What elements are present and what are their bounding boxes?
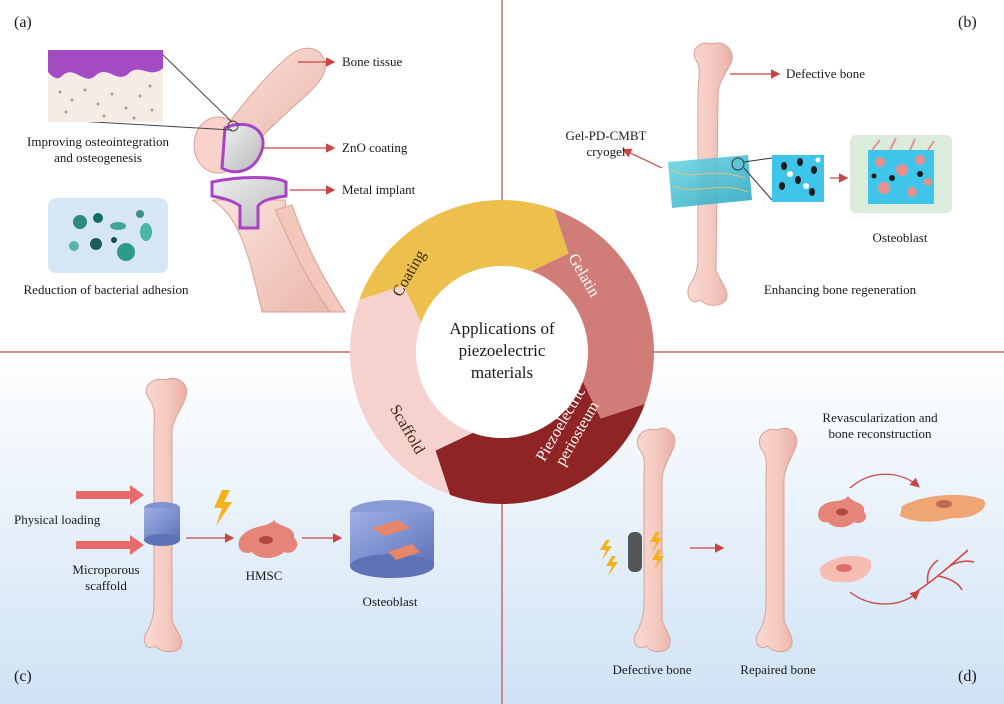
microporous-scaffold-label-line1: Microporous [72, 562, 140, 577]
center-ring [350, 199, 654, 504]
hub-title-line2: piezoelectric [458, 341, 546, 360]
panel-c-artwork [76, 377, 434, 653]
metal-implant-label: Metal implant [342, 182, 416, 197]
hub-title-line1: Applications of [449, 319, 555, 338]
revascularization-label-line1: Revascularization and [822, 410, 938, 425]
ring-segment-periosteum [435, 381, 645, 504]
ring-segment-scaffold [350, 285, 473, 495]
ring-segment-coating [359, 199, 569, 323]
hmsc-label: HMSC [245, 568, 283, 583]
panel-c-tag: (c) [14, 668, 32, 685]
microporous-scaffold-label-line2: scaffold [85, 578, 127, 593]
physical-loading-label: Physical loading [14, 512, 101, 527]
osteointegration-label-line1: Improving osteointegration [27, 134, 169, 149]
zno-coating-label: ZnO coating [342, 140, 408, 155]
bacterial-adhesion-label: Reduction of bacterial adhesion [23, 282, 189, 297]
revascularization-label-line2: bone reconstruction [828, 426, 932, 441]
panel-a-tag: (a) [14, 14, 32, 31]
panel-b-artwork [621, 42, 952, 306]
cryogel-label-line2: cryogel [586, 144, 626, 159]
panel-d-artwork [600, 427, 986, 653]
osteoblast-label-c: Osteoblast [362, 594, 418, 609]
osteointegration-label-line2: and osteogenesis [54, 150, 142, 165]
hub-title: Applications of piezoelectric materials [426, 318, 578, 384]
osteoblast-label-b: Osteoblast [872, 230, 928, 245]
panel-b-tag: (b) [958, 14, 977, 31]
panel-a-artwork [48, 47, 346, 313]
ring-segment-gelatin [531, 209, 654, 419]
bone-tissue-label: Bone tissue [342, 54, 403, 69]
hub-title-line3: materials [470, 363, 534, 382]
defective-bone-label-d: Defective bone [612, 662, 692, 677]
repaired-bone-label: Repaired bone [740, 662, 816, 677]
bone-regeneration-label: Enhancing bone regeneration [763, 282, 917, 297]
cryogel-label-line1: Gel-PD-CMBT [565, 128, 647, 143]
panel-d-tag: (d) [958, 668, 977, 685]
defective-bone-label-b: Defective bone [786, 66, 866, 81]
